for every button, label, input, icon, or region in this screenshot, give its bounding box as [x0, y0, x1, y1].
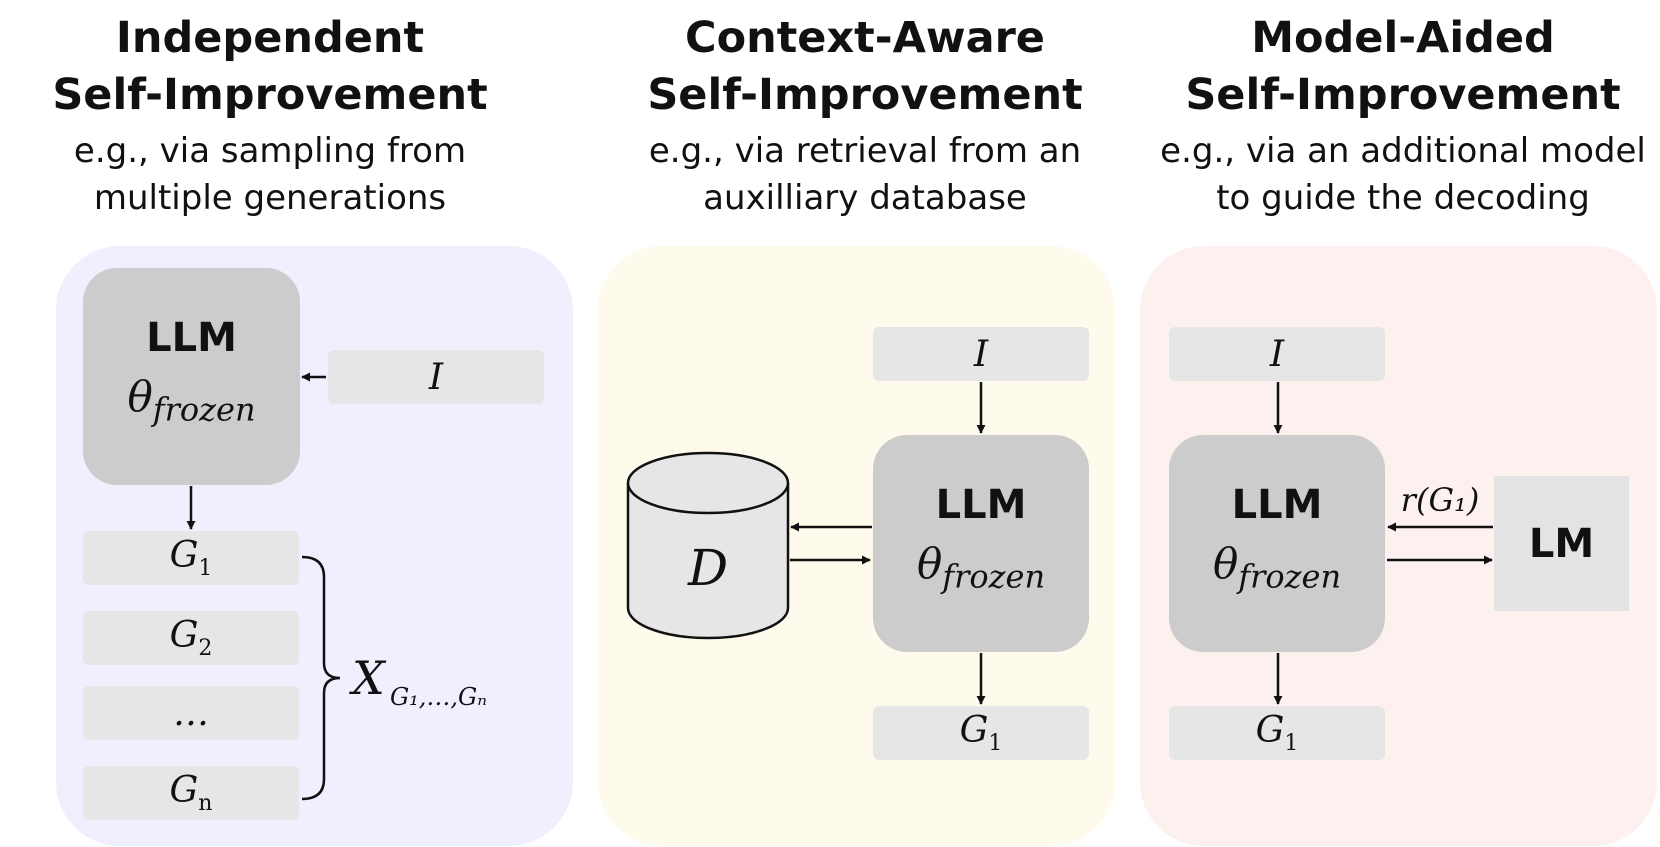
input-box-model: I — [1169, 327, 1385, 381]
aggregate-label: X — [349, 651, 387, 705]
llm-param: θfrozen — [127, 372, 256, 429]
title-context-line2: Self-Improvement — [647, 70, 1083, 120]
subtitle-independent-line1: e.g., via sampling from — [73, 131, 467, 171]
brace-generations — [301, 555, 341, 801]
subtitle-context-line2: auxilliary database — [703, 178, 1027, 218]
aggregate-subscript: G₁,…,Gₙ — [390, 683, 487, 711]
header-model-aided: Model-Aided Self-Improvement e.g., via a… — [1148, 10, 1658, 222]
llm-param: θfrozen — [916, 539, 1046, 596]
subtitle-context-line1: e.g., via retrieval from an — [648, 131, 1082, 171]
header-independent: Independent Self-Improvement e.g., via s… — [20, 10, 520, 222]
input-box-context: I — [873, 327, 1089, 381]
llm-block-model: LLM θfrozen — [1169, 435, 1385, 652]
llm-block-independent: LLM θfrozen — [83, 268, 300, 485]
subtitle-independent-line2: multiple generations — [93, 178, 447, 218]
title-model-line1: Model-Aided — [1251, 13, 1555, 63]
database-label: D — [687, 539, 728, 597]
output-box-model: G1 — [1169, 706, 1385, 760]
title-context-line1: Context-Aware — [685, 13, 1045, 63]
title-independent-line1: Independent — [115, 13, 425, 63]
llm-block-context: LLM θfrozen — [873, 435, 1089, 652]
llm-label: LLM — [935, 482, 1027, 529]
generation-box-1: G1 — [83, 531, 299, 585]
llm-param: θfrozen — [1212, 539, 1342, 596]
header-context-aware: Context-Aware Self-Improvement e.g., via… — [615, 10, 1115, 222]
subtitle-model-line2: to guide the decoding — [1216, 178, 1590, 218]
llm-label: LLM — [1231, 482, 1323, 529]
title-model-line2: Self-Improvement — [1185, 70, 1621, 120]
input-box-independent: I — [328, 350, 544, 404]
output-box-context: G1 — [873, 706, 1089, 760]
llm-label: LLM — [146, 315, 237, 362]
database-cylinder-icon — [626, 451, 790, 640]
title-independent-line2: Self-Improvement — [52, 70, 488, 120]
generation-box-2: G2 — [83, 611, 299, 665]
generation-box-n: Gn — [83, 766, 299, 820]
feedback-label: r(G₁) — [1401, 481, 1480, 519]
generation-box-ellipsis: … — [83, 686, 299, 740]
subtitle-model-line1: e.g., via an additional model — [1160, 131, 1646, 171]
helper-lm-block: LM — [1494, 476, 1629, 611]
